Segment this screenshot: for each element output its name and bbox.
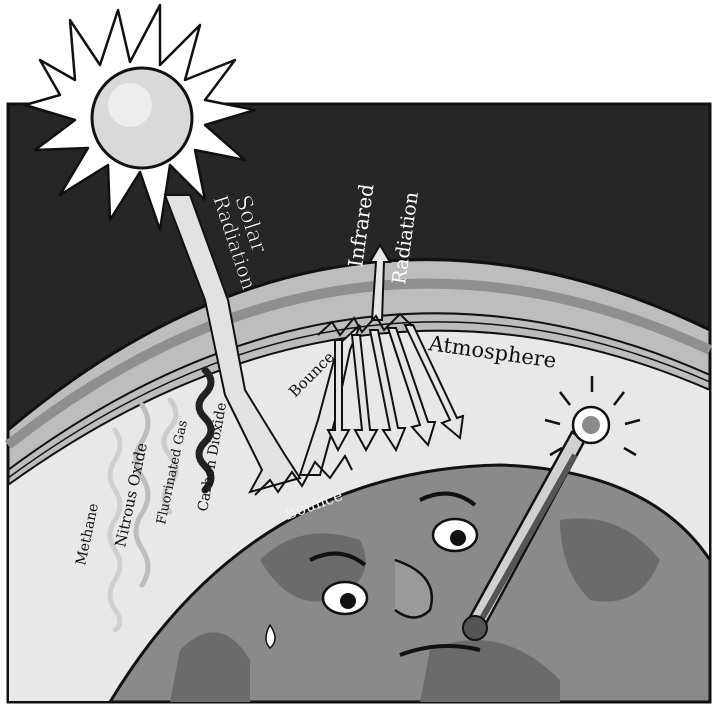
greenhouse-effect-diagram: Solar Radiation Infrared Radiation Atmos… <box>0 0 719 709</box>
